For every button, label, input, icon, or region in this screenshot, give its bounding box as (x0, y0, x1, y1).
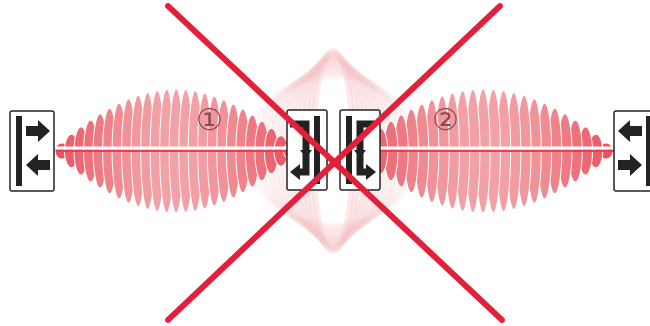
zone-label-1: ① (196, 103, 223, 138)
sensor-arrows-right-left-icon (10, 111, 54, 191)
zone-label-2: ② (432, 103, 459, 138)
sensor-arrows-left-right-icon (614, 111, 650, 191)
